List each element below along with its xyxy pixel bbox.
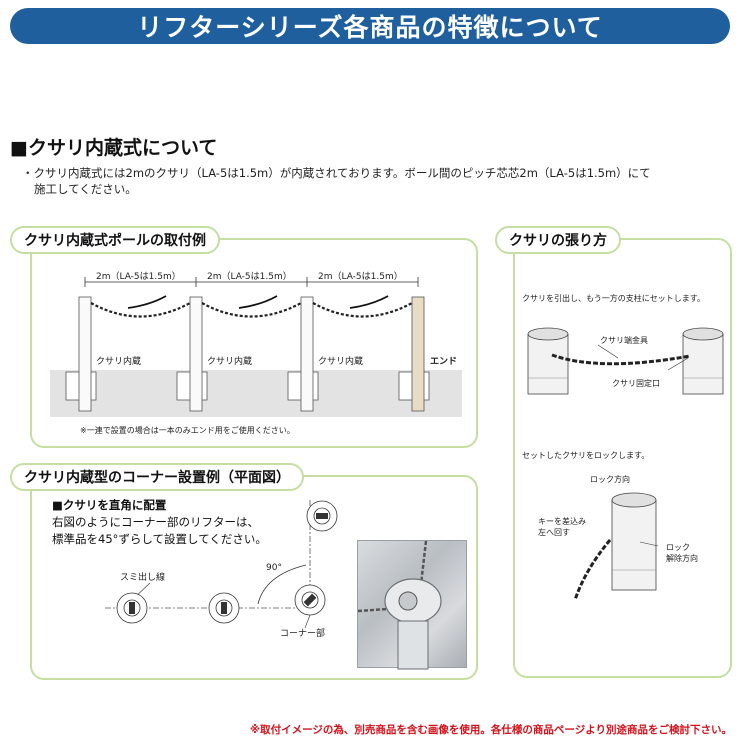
intro-line-1: ・クサリ内蔵式には2mのクサリ（LA-5は1.5m）が内蔵されております。ボール… xyxy=(22,166,651,180)
corner-subheading: ■クサリを直角に配置 xyxy=(52,498,167,512)
corner-photo-illustration xyxy=(357,540,442,670)
mount-example-panel xyxy=(30,238,478,448)
tension-tab: クサリの張り方 xyxy=(495,226,621,254)
corner-text-line-2: 標準品を45°ずらして設置してください。 xyxy=(52,532,267,546)
footer-notice: ※取付イメージの為、別売商品を含む画像を使用。各仕様の商品ページより別途商品をご… xyxy=(249,724,732,736)
corner-photo xyxy=(357,540,467,670)
corner-description: ■クサリを直角に配置 右図のようにコーナー部のリフターは、 標準品を45°ずらし… xyxy=(52,497,352,548)
section-heading: ■クサリ内蔵式について xyxy=(10,137,218,159)
tension-panel xyxy=(513,238,732,678)
page-title: リフターシリーズ各商品の特徴について xyxy=(10,8,730,44)
intro-line-2: 施工してください。 xyxy=(34,182,137,196)
corner-tab: クサリ内蔵型のコーナー設置例（平面図） xyxy=(10,463,304,491)
corner-text-line-1: 右図のようにコーナー部のリフターは、 xyxy=(52,515,259,529)
mount-example-tab: クサリ内蔵式ポールの取付例 xyxy=(10,226,220,254)
intro-text: ・クサリ内蔵式には2mのクサリ（LA-5は1.5m）が内蔵されております。ボール… xyxy=(22,165,722,197)
